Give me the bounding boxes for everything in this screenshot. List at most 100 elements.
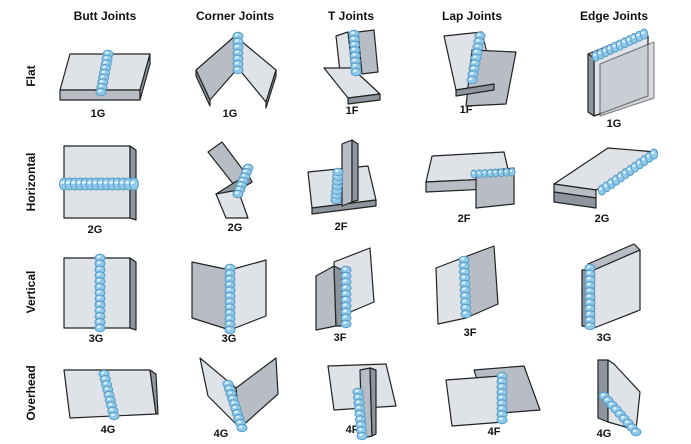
weld-highlight — [130, 181, 135, 184]
weld-bead — [224, 263, 236, 335]
position-code: 1G — [606, 118, 622, 130]
weld-highlight — [617, 174, 622, 177]
position-code: 1F — [345, 105, 359, 117]
butt-joint-horizontal-figure — [59, 145, 139, 221]
corner-joint-horizontal-figure — [207, 141, 254, 219]
edge-joint-overhead-figure — [597, 359, 642, 437]
weld-highlight — [227, 321, 231, 325]
row-label-vertical: Vertical — [24, 270, 38, 314]
position-code: 3G — [596, 332, 612, 344]
weld-highlight — [351, 36, 355, 40]
weld-highlight — [504, 170, 507, 173]
weld-ripple — [236, 423, 248, 433]
weld-bead — [94, 253, 106, 333]
weld-highlight — [102, 376, 106, 380]
weld-highlight — [335, 169, 339, 173]
weld-highlight — [356, 400, 360, 404]
weld-highlight — [97, 267, 101, 270]
weld-ripple — [232, 65, 244, 75]
weld-highlight — [343, 309, 347, 313]
weld-highlight — [605, 398, 609, 401]
weld-highlight — [499, 417, 503, 421]
weld-highlight — [499, 379, 503, 382]
weld-highlight — [587, 311, 591, 315]
column-header-corner-joints: Corner Joints — [195, 9, 275, 23]
row-label-overhead: Overhead — [24, 365, 38, 421]
weld-highlight — [106, 392, 110, 396]
weld-highlight — [499, 395, 503, 399]
weld-highlight — [353, 69, 357, 73]
weld-highlight — [101, 70, 106, 74]
weld-highlight — [98, 181, 103, 184]
weld-highlight — [108, 181, 114, 184]
weld-highlight — [461, 281, 466, 285]
weld-highlight — [473, 55, 477, 59]
weld-highlight — [461, 263, 465, 267]
plate-face — [369, 367, 377, 437]
row-label-horizontal: Horizontal — [24, 152, 38, 212]
weld-highlight — [499, 384, 503, 388]
weld-bead — [59, 177, 139, 191]
weld-highlight — [229, 396, 234, 399]
weld-highlight — [125, 181, 130, 184]
plate-face — [587, 53, 595, 117]
weld-highlight — [613, 407, 617, 410]
corner-joint-overhead-figure — [199, 357, 279, 433]
t-joint-horizontal-figure — [307, 139, 377, 215]
weld-highlight — [87, 181, 92, 184]
plate-face — [129, 257, 137, 331]
weld-highlight — [97, 284, 101, 288]
column-header-edge-joints: Edge Joints — [579, 9, 649, 23]
weld-highlight — [608, 180, 612, 184]
weld-highlight — [103, 61, 107, 64]
plate-face — [347, 93, 381, 105]
plate-face — [195, 69, 211, 107]
weld-highlight — [493, 170, 497, 173]
weld-highlight — [245, 165, 249, 169]
weld-highlight — [631, 35, 635, 39]
weld-highlight — [622, 171, 627, 174]
position-code: 2F — [334, 221, 348, 233]
weld-highlight — [602, 49, 607, 52]
weld-bead — [340, 265, 352, 329]
weld-highlight — [607, 46, 611, 50]
plate-face — [311, 199, 377, 215]
weld-highlight — [629, 425, 633, 428]
weld-ripple — [630, 427, 642, 437]
weld-highlight — [641, 158, 646, 161]
weld-highlight — [351, 42, 356, 45]
column-header-butt-joints: Butt Joints — [73, 9, 137, 23]
weld-highlight — [357, 417, 362, 420]
weld-highlight — [228, 391, 232, 394]
weld-highlight — [499, 406, 503, 410]
weld-bead — [95, 49, 114, 97]
edge-joint-vertical-figure — [581, 243, 641, 331]
weld-highlight — [625, 420, 629, 424]
weld-highlight — [227, 265, 231, 269]
plate-face — [315, 265, 337, 331]
weld-highlight — [97, 308, 101, 311]
weld-highlight — [587, 277, 591, 280]
position-code: 2F — [457, 213, 471, 225]
weld-ripple — [350, 67, 362, 77]
weld-highlight — [343, 315, 347, 319]
weld-highlight — [97, 325, 101, 329]
weld-bead — [232, 163, 254, 199]
weld-highlight — [626, 38, 631, 41]
weld-ripple — [332, 167, 344, 177]
weld-ripple — [460, 309, 472, 319]
weld-highlight — [105, 51, 109, 55]
weld-highlight — [355, 389, 359, 393]
weld-highlight — [469, 77, 473, 81]
position-code: 4F — [487, 426, 501, 438]
weld-highlight — [627, 167, 631, 171]
weld-highlight — [235, 33, 239, 37]
weld-highlight — [461, 257, 465, 261]
plate-face — [351, 139, 359, 203]
weld-highlight — [111, 413, 115, 417]
weld-ripple — [466, 75, 478, 85]
weld-ripple — [340, 319, 352, 329]
weld-highlight — [103, 382, 108, 385]
weld-highlight — [462, 299, 467, 303]
weld-highlight — [343, 297, 347, 301]
